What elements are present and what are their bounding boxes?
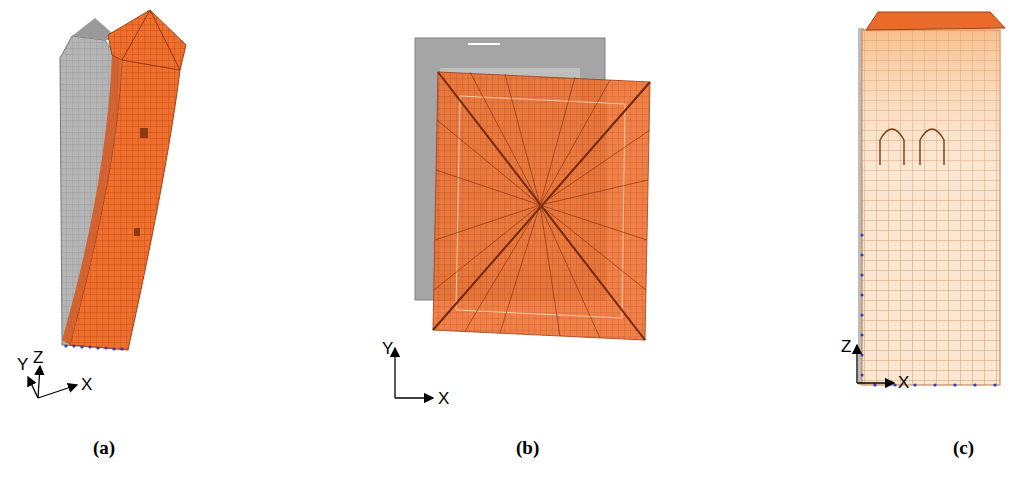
axis-label: Y — [382, 340, 393, 357]
axis-label: X — [438, 390, 449, 407]
subfigure-caption: (a) — [93, 438, 115, 457]
view-c — [857, 12, 1005, 387]
axis-label: Y — [17, 356, 28, 373]
axis-label: Z — [33, 349, 43, 366]
subfigure-caption: (b) — [516, 438, 539, 457]
axis-label: X — [81, 376, 92, 393]
subfigure-caption: (c) — [953, 438, 974, 457]
view-b — [395, 38, 650, 398]
view-a — [28, 10, 186, 398]
axis-label: Z — [841, 338, 851, 355]
axis-label: X — [898, 374, 909, 391]
